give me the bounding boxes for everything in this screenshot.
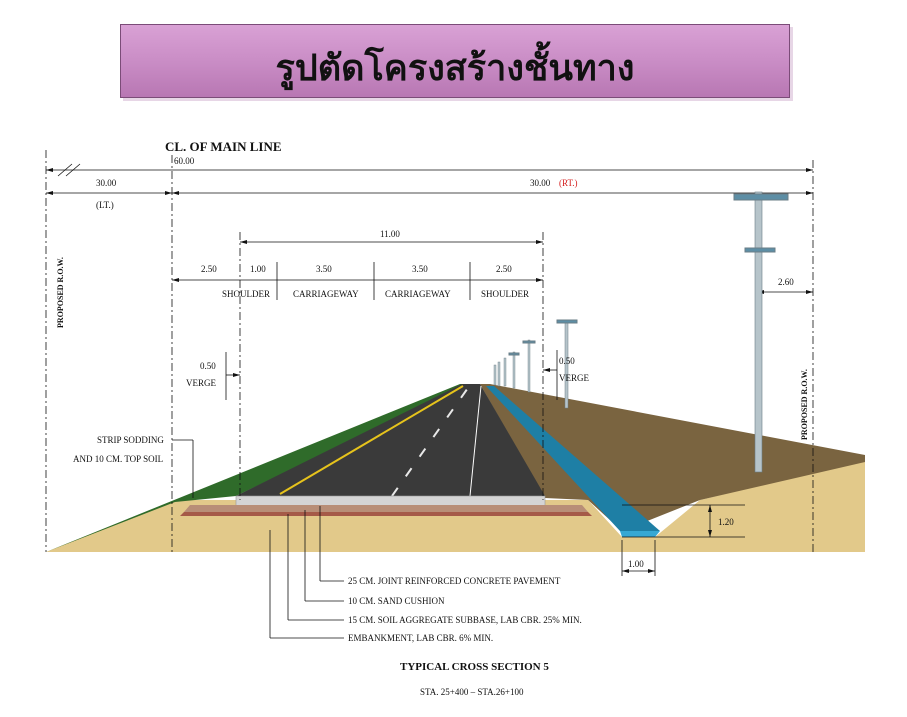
dim-left-side: (LT.) — [96, 200, 114, 210]
power-poles — [493, 191, 789, 473]
layer-subbase: 15 CM. SOIL AGGREGATE SUBBASE, LAB CBR. … — [348, 615, 582, 625]
subbase-layer — [180, 512, 592, 516]
dim-verge-right: 0.50 — [559, 356, 575, 366]
dim-ditch-width: 1.00 — [628, 559, 644, 569]
right-slope-dirt — [480, 384, 865, 531]
section-title: TYPICAL CROSS SECTION 5 — [400, 661, 549, 673]
label-verge-right: VERGE — [559, 373, 589, 383]
label-carriageway-right: CARRIAGEWAY — [385, 289, 451, 299]
dim-verge-left: 0.50 — [200, 361, 216, 371]
road-surface — [236, 384, 545, 496]
dim-verge-left-width: 2.50 — [201, 264, 217, 274]
dim-shoulder-right: 2.50 — [496, 264, 512, 274]
left-slope-grass — [46, 384, 470, 552]
dim-pole-offset: 2.60 — [778, 277, 794, 287]
row-label-right: PROPOSED R.O.W. — [800, 369, 809, 440]
layer-concrete: 25 CM. JOINT REINFORCED CONCRETE PAVEMEN… — [348, 576, 561, 586]
title-banner: รูปตัดโครงสร้างชั้นทาง — [120, 24, 790, 98]
row-label-left: PROPOSED R.O.W. — [56, 257, 65, 328]
page-title: รูปตัดโครงสร้างชั้นทาง — [275, 48, 635, 89]
label-shoulder-right: SHOULDER — [481, 289, 529, 299]
sand-cushion-layer — [184, 505, 588, 512]
dim-top-width: 11.00 — [380, 229, 400, 239]
ditch-water — [486, 386, 660, 531]
dim-carriageway-left: 3.50 — [316, 264, 332, 274]
dim-total: 60.00 — [174, 156, 195, 166]
concrete-pavement-layer — [235, 495, 546, 507]
dim-right: 30.00 — [530, 178, 551, 188]
dim-right-side: (RT.) — [559, 178, 578, 188]
sodding-line2: AND 10 CM. TOP SOIL — [73, 454, 163, 464]
label-shoulder-left: SHOULDER — [222, 289, 270, 299]
sodding-line1: STRIP SODDING — [97, 435, 164, 445]
centerline-label: CL. OF MAIN LINE — [165, 139, 282, 154]
dim-ditch-depth: 1.20 — [718, 517, 734, 527]
station-range: STA. 25+400 – STA.26+100 — [420, 687, 524, 697]
label-carriageway-left: CARRIAGEWAY — [293, 289, 359, 299]
dim-carriageway-right: 3.50 — [412, 264, 428, 274]
layer-embankment: EMBANKMENT, LAB CBR. 6% MIN. — [348, 633, 493, 643]
label-verge-left: VERGE — [186, 378, 216, 388]
dim-shoulder-inner: 1.00 — [250, 264, 266, 274]
dim-left: 30.00 — [96, 178, 117, 188]
layer-sand: 10 CM. SAND CUSHION — [348, 596, 445, 606]
